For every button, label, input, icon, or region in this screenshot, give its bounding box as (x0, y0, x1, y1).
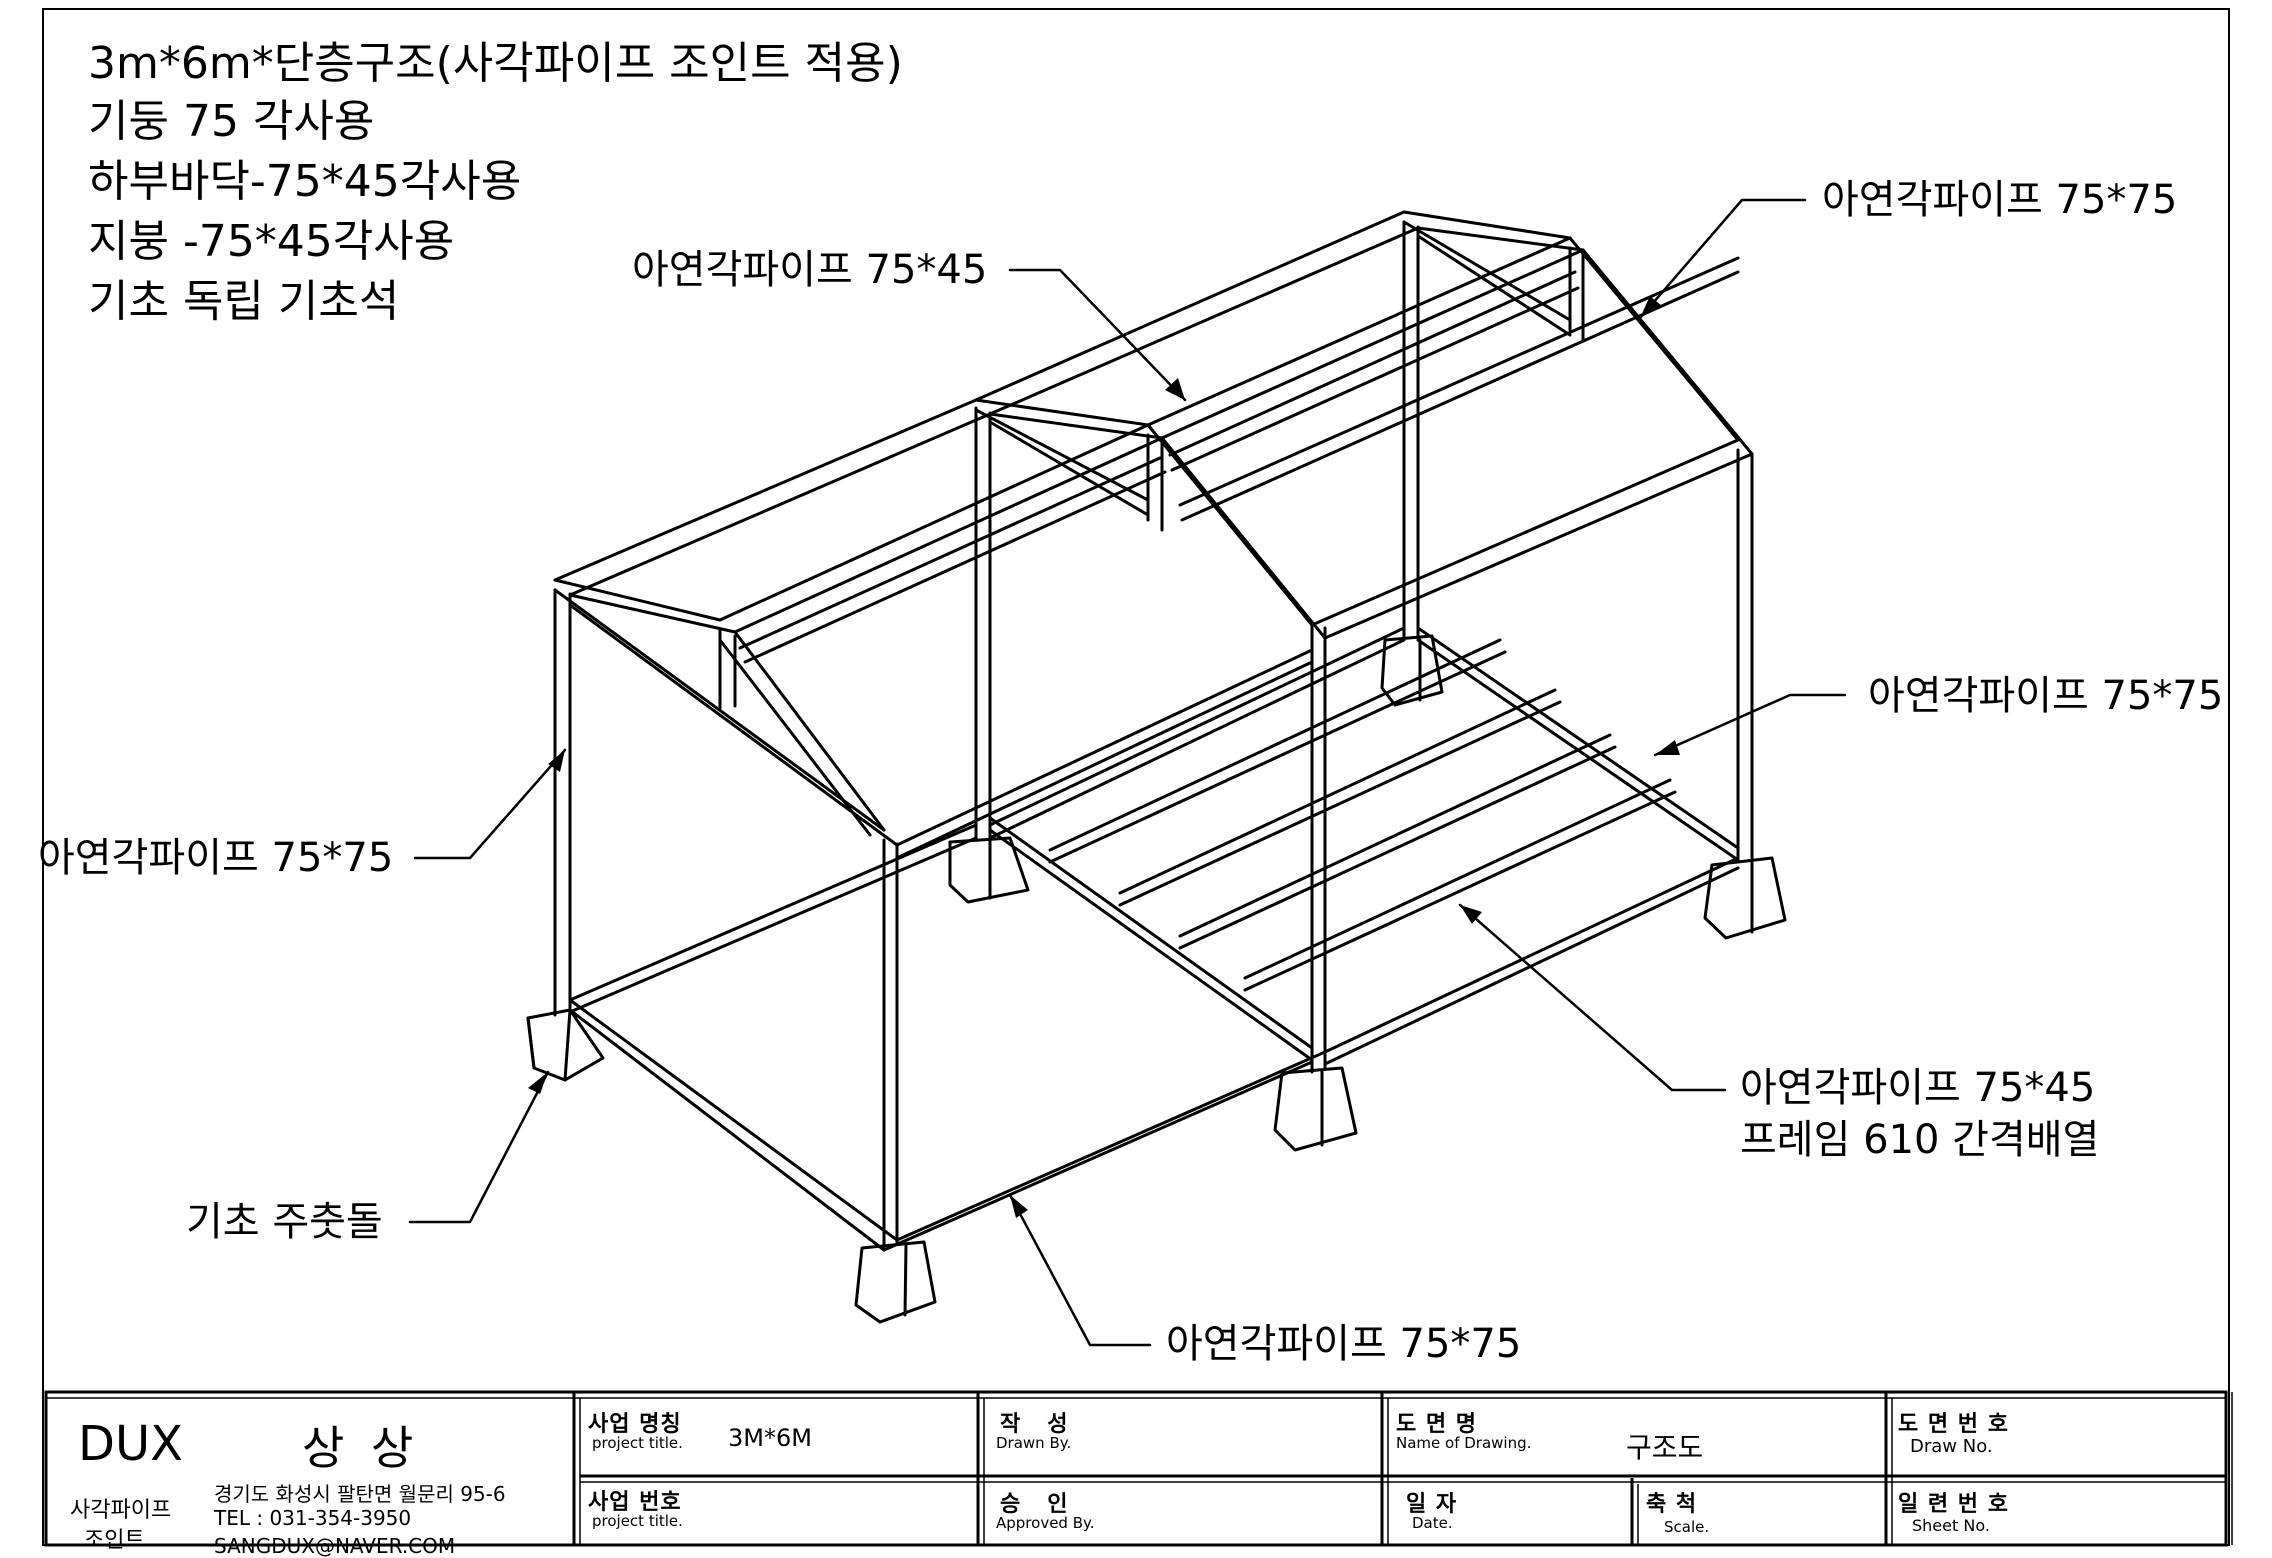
product-line-2: 조인트 (84, 1528, 145, 1553)
foundation-stone-front-right (1273, 1066, 1358, 1152)
leader-base-front (1008, 1193, 1152, 1347)
arrow-column-left (548, 750, 565, 772)
product-line-1: 사각파이프 (70, 1498, 172, 1523)
drawn-by-label: 작 성 (1000, 1412, 1069, 1437)
arrow-roof-purlin (1165, 378, 1185, 400)
callout-roof-purlin: 아연각파이프 75*45 (632, 247, 988, 293)
callout-base-front: 아연각파이프 75*75 (1166, 1321, 1522, 1367)
note-column: 기둥 75 각사용 (88, 96, 375, 147)
project-no-label: 사업 번호 (588, 1490, 682, 1515)
leader-lines (408, 198, 1847, 1347)
leader-rafter-right (1638, 198, 1807, 320)
callout-floor-beam-right: 아연각파이프 75*75 (1868, 673, 2224, 719)
leader-floor-beam-right (1653, 693, 1847, 757)
callout-floor-joist-spacing: 프레임 610 간격배열 (1740, 1117, 2100, 1163)
scale-label: 축 척 (1646, 1492, 1698, 1517)
drawn-by-sub: Drawn By. (996, 1434, 1072, 1452)
date-label: 일 자 (1406, 1492, 1458, 1517)
callout-column-left: 아연각파이프 75*75 (38, 835, 394, 881)
company-name: 상 상 (302, 1421, 420, 1475)
sheet-no-label: 일 련 번 호 (1898, 1492, 2009, 1517)
drawing-name-label: 도 면 명 (1396, 1412, 1478, 1437)
foundation-stone-front-center (854, 1240, 937, 1324)
arrow-rafter-right (1640, 296, 1662, 318)
project-title-sub: project title. (592, 1434, 683, 1452)
draw-no-sub: Draw No. (1910, 1436, 1993, 1457)
project-no-sub: project title. (592, 1512, 683, 1530)
company-tel: TEL : 031-354-3950 (214, 1506, 412, 1530)
company-address: 경기도 화성시 팔탄면 월문리 95-6 (214, 1482, 506, 1506)
company-logo: DUX (78, 1416, 183, 1472)
callout-foundation: 기초 주춧돌 (186, 1199, 383, 1245)
foundation-stone-front-left (526, 1008, 605, 1082)
note-structure: 3m*6m*단층구조(사각파이프 조인트 적용) (88, 38, 903, 89)
arrow-base-front (1010, 1195, 1028, 1218)
date-sub: Date. (1412, 1514, 1453, 1532)
columns (553, 220, 1754, 1252)
project-title-value: 3M*6M (728, 1424, 812, 1452)
arrow-floor-beam-right (1655, 740, 1680, 755)
leader-floor-joist (1458, 903, 1727, 1092)
sheet-no-sub: Sheet No. (1912, 1516, 1990, 1535)
title-block-grid (44, 1390, 2233, 1547)
arrow-floor-joist (1460, 905, 1482, 924)
foundation-stone-back-right (1703, 856, 1787, 940)
arrow-foundation (528, 1072, 548, 1094)
arrowheads (528, 296, 1680, 1218)
leader-column-left (413, 748, 567, 860)
leader-foundation (408, 1070, 550, 1224)
approved-by-label: 승 인 (1000, 1492, 1069, 1517)
callout-rafter-right: 아연각파이프 75*75 (1822, 177, 2178, 223)
note-roof: 지붕 -75*45각사용 (88, 216, 455, 267)
company-email: SANGDUX@NAVER.COM (214, 1534, 456, 1558)
drawing-name-value: 구조도 (1626, 1431, 1704, 1464)
rafters (553, 210, 1754, 847)
note-foundation: 기초 독립 기초석 (88, 276, 400, 327)
drawing-name-sub: Name of Drawing. (1396, 1434, 1532, 1452)
roof-beams (553, 210, 1754, 664)
note-floor: 하부바닥-75*45각사용 (88, 156, 522, 207)
project-title-label: 사업 명칭 (588, 1412, 682, 1437)
callout-floor-joist: 아연각파이프 75*45 (1740, 1065, 2096, 1111)
approved-by-sub: Approved By. (996, 1514, 1095, 1532)
base-beams (568, 626, 1740, 1252)
draw-no-label: 도 면 번 호 (1898, 1412, 2009, 1437)
leader-roof-purlin (1008, 268, 1187, 402)
scale-sub: Scale. (1664, 1518, 1710, 1536)
